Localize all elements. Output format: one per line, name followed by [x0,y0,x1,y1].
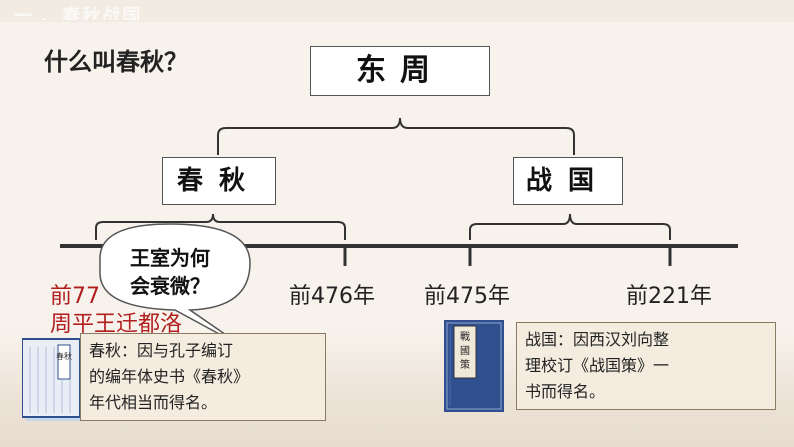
svg-text:戰: 戰 [460,331,470,343]
card-zhanguo-explanation: 战国：因西汉刘向整 理校订《战国策》一 书而得名。 [516,322,776,410]
svg-text:策: 策 [460,358,470,371]
bubble-question: 王室为何 会衰微？ [130,246,210,298]
svg-text:國: 國 [460,345,470,357]
svg-text:春秋: 春秋 [56,351,72,361]
year-221: 前221年 [626,284,712,309]
brace-dongzhou [217,117,575,155]
top-header-band: 一 、春秋战国 [0,0,794,22]
book-zhanguoce-icon: 戰 國 策 [444,320,504,412]
box-chunqiu: 春秋 [162,157,276,205]
brace-zhanguo [469,213,671,240]
year-475: 前475年 [424,284,510,309]
question-heading: 什么叫春秋？ [44,47,188,76]
box-zhanguo: 战国 [513,157,623,205]
brace-chunqiu [95,213,346,240]
year-476: 前476年 [289,284,375,309]
year-chunqiu-start-note: 周平王迁都洛 [50,312,183,337]
header-title-faded: 一 、春秋战国 [14,6,143,20]
year-chunqiu-start: 前77 [50,284,100,309]
speech-bubble [99,223,251,349]
book-chunqiu-icon: 春秋 [22,338,84,421]
box-dongzhou: 东周 [310,46,490,96]
card-chunqiu-explanation: 春秋：因与孔子编订 的编年体史书《春秋》 年代相当而得名。 [80,333,326,421]
